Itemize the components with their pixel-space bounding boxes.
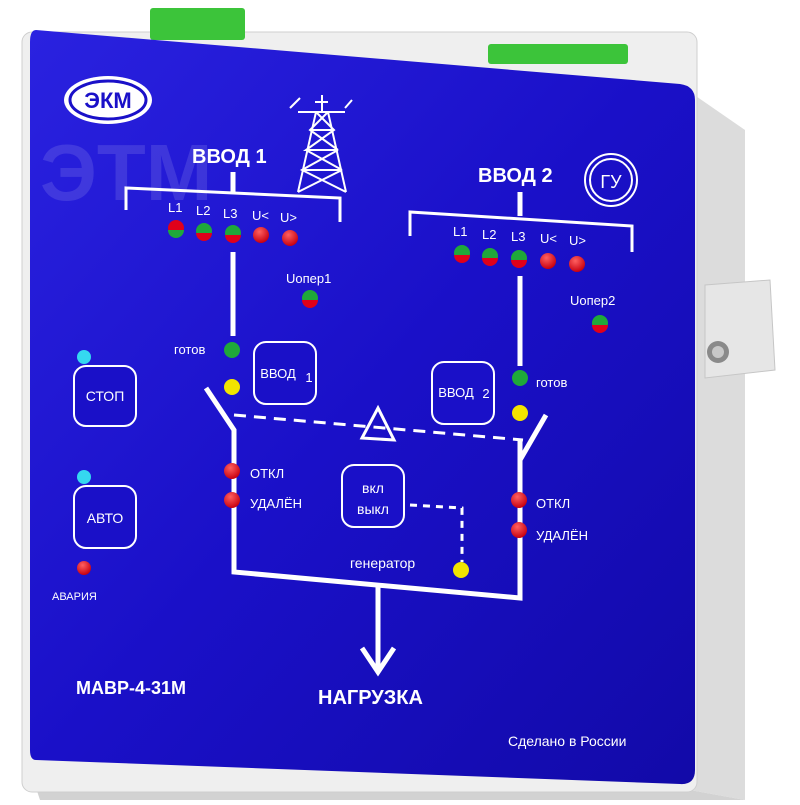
interlock-line	[233, 413, 524, 442]
input2-switch-led	[512, 405, 528, 421]
power-tower-icon	[289, 95, 353, 193]
made-in-label: Сделано в России	[508, 733, 626, 749]
input1-phase-leds	[168, 220, 298, 246]
input1-remote-label: УДАЛЁН	[250, 496, 302, 511]
input1-phase-undervoltage: U<	[252, 208, 269, 223]
input1-switch	[203, 386, 237, 570]
generator-set-badge-text: ГУ	[600, 172, 622, 192]
logo-text: ЭКМ	[84, 88, 131, 113]
alarm-led	[77, 561, 91, 575]
top-clip-right	[488, 44, 628, 64]
generator-on-label: вкл	[362, 480, 384, 496]
top-clip-left	[150, 8, 245, 40]
input2-title: ВВОД 2	[478, 165, 553, 187]
generator-label: генератор	[350, 555, 415, 571]
auto-indicator-led	[77, 470, 91, 484]
led-l1	[454, 245, 470, 263]
input2-button-number: 2	[482, 386, 489, 401]
input1-button[interactable]: ВВОД 1	[253, 341, 317, 405]
input2-phase-l1: L1	[453, 224, 467, 239]
generator-led	[453, 562, 469, 578]
led-undervoltage	[253, 227, 269, 243]
screw-icon	[707, 341, 729, 363]
input2-switch	[517, 413, 549, 598]
stop-button-label: СТОП	[86, 388, 125, 404]
input1-button-label: ВВОД	[260, 366, 296, 381]
input1-off-label: ОТКЛ	[250, 466, 284, 481]
input1-uoper-label: Uопер1	[286, 271, 331, 286]
generator-off-label: выкл	[357, 501, 389, 517]
led-l2	[196, 223, 212, 241]
input1-title: ВВОД 1	[192, 146, 267, 168]
input2-button-label: ВВОД	[438, 385, 474, 400]
input1-phase-l2: L2	[196, 203, 210, 218]
input2-off-led	[511, 492, 527, 508]
input1-off-led	[224, 463, 240, 479]
input2-remote-label: УДАЛЁН	[536, 528, 588, 543]
load-arrow-head-icon	[359, 646, 397, 677]
led-l2	[482, 248, 498, 266]
input1-switch-led	[224, 379, 240, 395]
input2-remote-led	[511, 522, 527, 538]
generator-on-off-button[interactable]: вкл выкл	[341, 464, 405, 528]
input1-uoper-led	[302, 290, 318, 308]
stop-button[interactable]: СТОП	[73, 365, 137, 427]
input1-ready-label: готов	[174, 342, 205, 357]
auto-button[interactable]: АВТО	[73, 485, 137, 549]
mounting-bracket	[704, 279, 776, 379]
input2-off-label: ОТКЛ	[536, 496, 570, 511]
auto-button-label: АВТО	[87, 510, 124, 526]
input1-ready-led	[224, 342, 240, 358]
led-l3	[511, 250, 527, 268]
input1-bracket	[124, 186, 342, 222]
led-overvoltage	[569, 256, 585, 272]
input1-phase-overvoltage: U>	[280, 210, 297, 225]
load-label: НАГРУЗКА	[318, 687, 423, 709]
led-l1	[168, 220, 184, 238]
input2-phase-undervoltage: U<	[540, 231, 557, 246]
brand-logo: ЭКМ	[64, 76, 152, 124]
input2-ready-led	[512, 370, 528, 386]
model-label: МАВР-4-31М	[76, 678, 186, 698]
input2-ready-label: готов	[536, 375, 567, 390]
input2-phase-l2: L2	[482, 227, 496, 242]
generator-dashed-link	[409, 503, 464, 562]
input1-remote-led	[224, 492, 240, 508]
interlock-triangle-icon	[359, 404, 397, 442]
led-l3	[225, 225, 241, 243]
input2-phase-l3: L3	[511, 229, 525, 244]
input1-phase-l3: L3	[223, 206, 237, 221]
generator-set-badge: ГУ	[584, 153, 638, 207]
led-undervoltage	[540, 253, 556, 269]
input2-bracket	[408, 210, 634, 252]
input1-button-number: 1	[305, 370, 312, 385]
input2-phase-overvoltage: U>	[569, 233, 586, 248]
input2-button[interactable]: ВВОД 2	[431, 361, 495, 425]
input2-uoper-led	[592, 315, 608, 333]
led-overvoltage	[282, 230, 298, 246]
alarm-label: АВАРИЯ	[52, 591, 97, 603]
input2-phase-leds	[454, 245, 585, 272]
stop-indicator-led	[77, 350, 91, 364]
input2-uoper-label: Uопер2	[570, 293, 615, 308]
input1-phase-l1: L1	[168, 200, 182, 215]
